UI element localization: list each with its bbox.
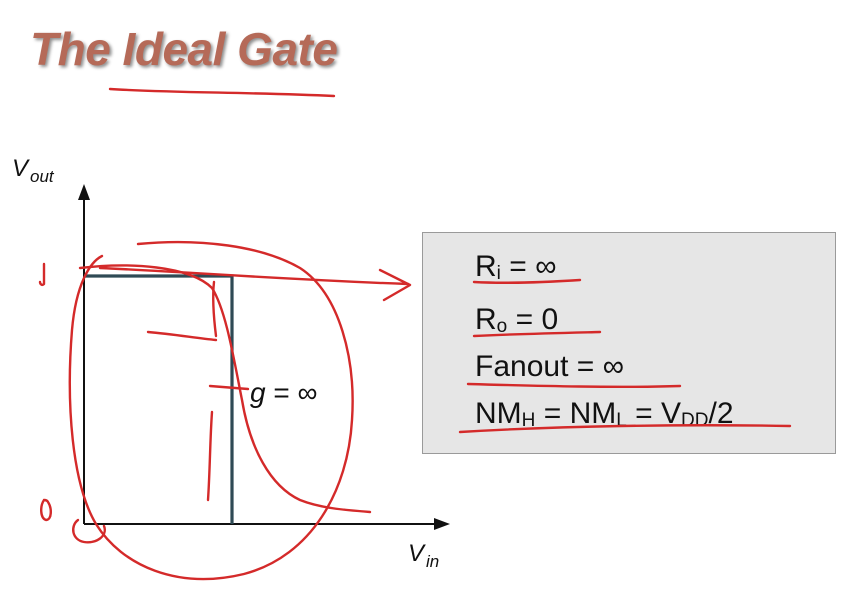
gain-symbol: g [250, 377, 266, 408]
curve-tick [211, 280, 218, 338]
gain-value: = ∞ [265, 377, 318, 408]
pointer-arrowhead [378, 268, 412, 302]
ro-value: = 0 [507, 303, 559, 336]
ro-subscript: o [496, 316, 508, 337]
fanout-underline [466, 382, 682, 389]
gain-label: g = ∞ [250, 377, 317, 409]
vout-symbol: V [12, 155, 29, 182]
nmh-base: NM [475, 397, 522, 430]
ro-base: R [475, 303, 497, 336]
ri-value: = ∞ [500, 250, 557, 283]
ri-subscript: i [496, 263, 501, 284]
nmh-subscript: H [521, 410, 536, 431]
properties-box: Ri = ∞ Ro = 0 Fanout = ∞ NMH = NML = VDD… [422, 232, 836, 454]
ri-base: R [475, 250, 497, 283]
y-axis-arrowhead [78, 184, 90, 200]
input-resistance-line: Ri = ∞ [475, 250, 556, 284]
smooth-transfer-curve [78, 264, 372, 514]
fanout-line: Fanout = ∞ [475, 350, 624, 383]
nml-base: = NM [535, 397, 617, 430]
origin-scribble [72, 518, 106, 544]
mid-stroke [146, 330, 218, 342]
nml-subscript: L [616, 410, 627, 431]
title-underline [108, 87, 336, 98]
slide-title: The Ideal Gate [30, 23, 338, 75]
x-axis-arrowhead [434, 518, 450, 530]
ro-underline [472, 330, 602, 338]
vout-subscript: out [30, 167, 54, 186]
vin-subscript: in [426, 552, 440, 571]
ri-underline [472, 278, 582, 285]
graph-loop [68, 240, 354, 581]
logic-zero-mark [40, 498, 52, 522]
vin-symbol: V [408, 540, 425, 567]
output-resistance-line: Ro = 0 [475, 303, 558, 337]
gain-stroke [208, 384, 250, 391]
nm-underline [458, 424, 792, 434]
logic-one-mark [38, 262, 46, 287]
pointer-arrow [98, 266, 410, 286]
vertical-stroke [206, 410, 214, 502]
